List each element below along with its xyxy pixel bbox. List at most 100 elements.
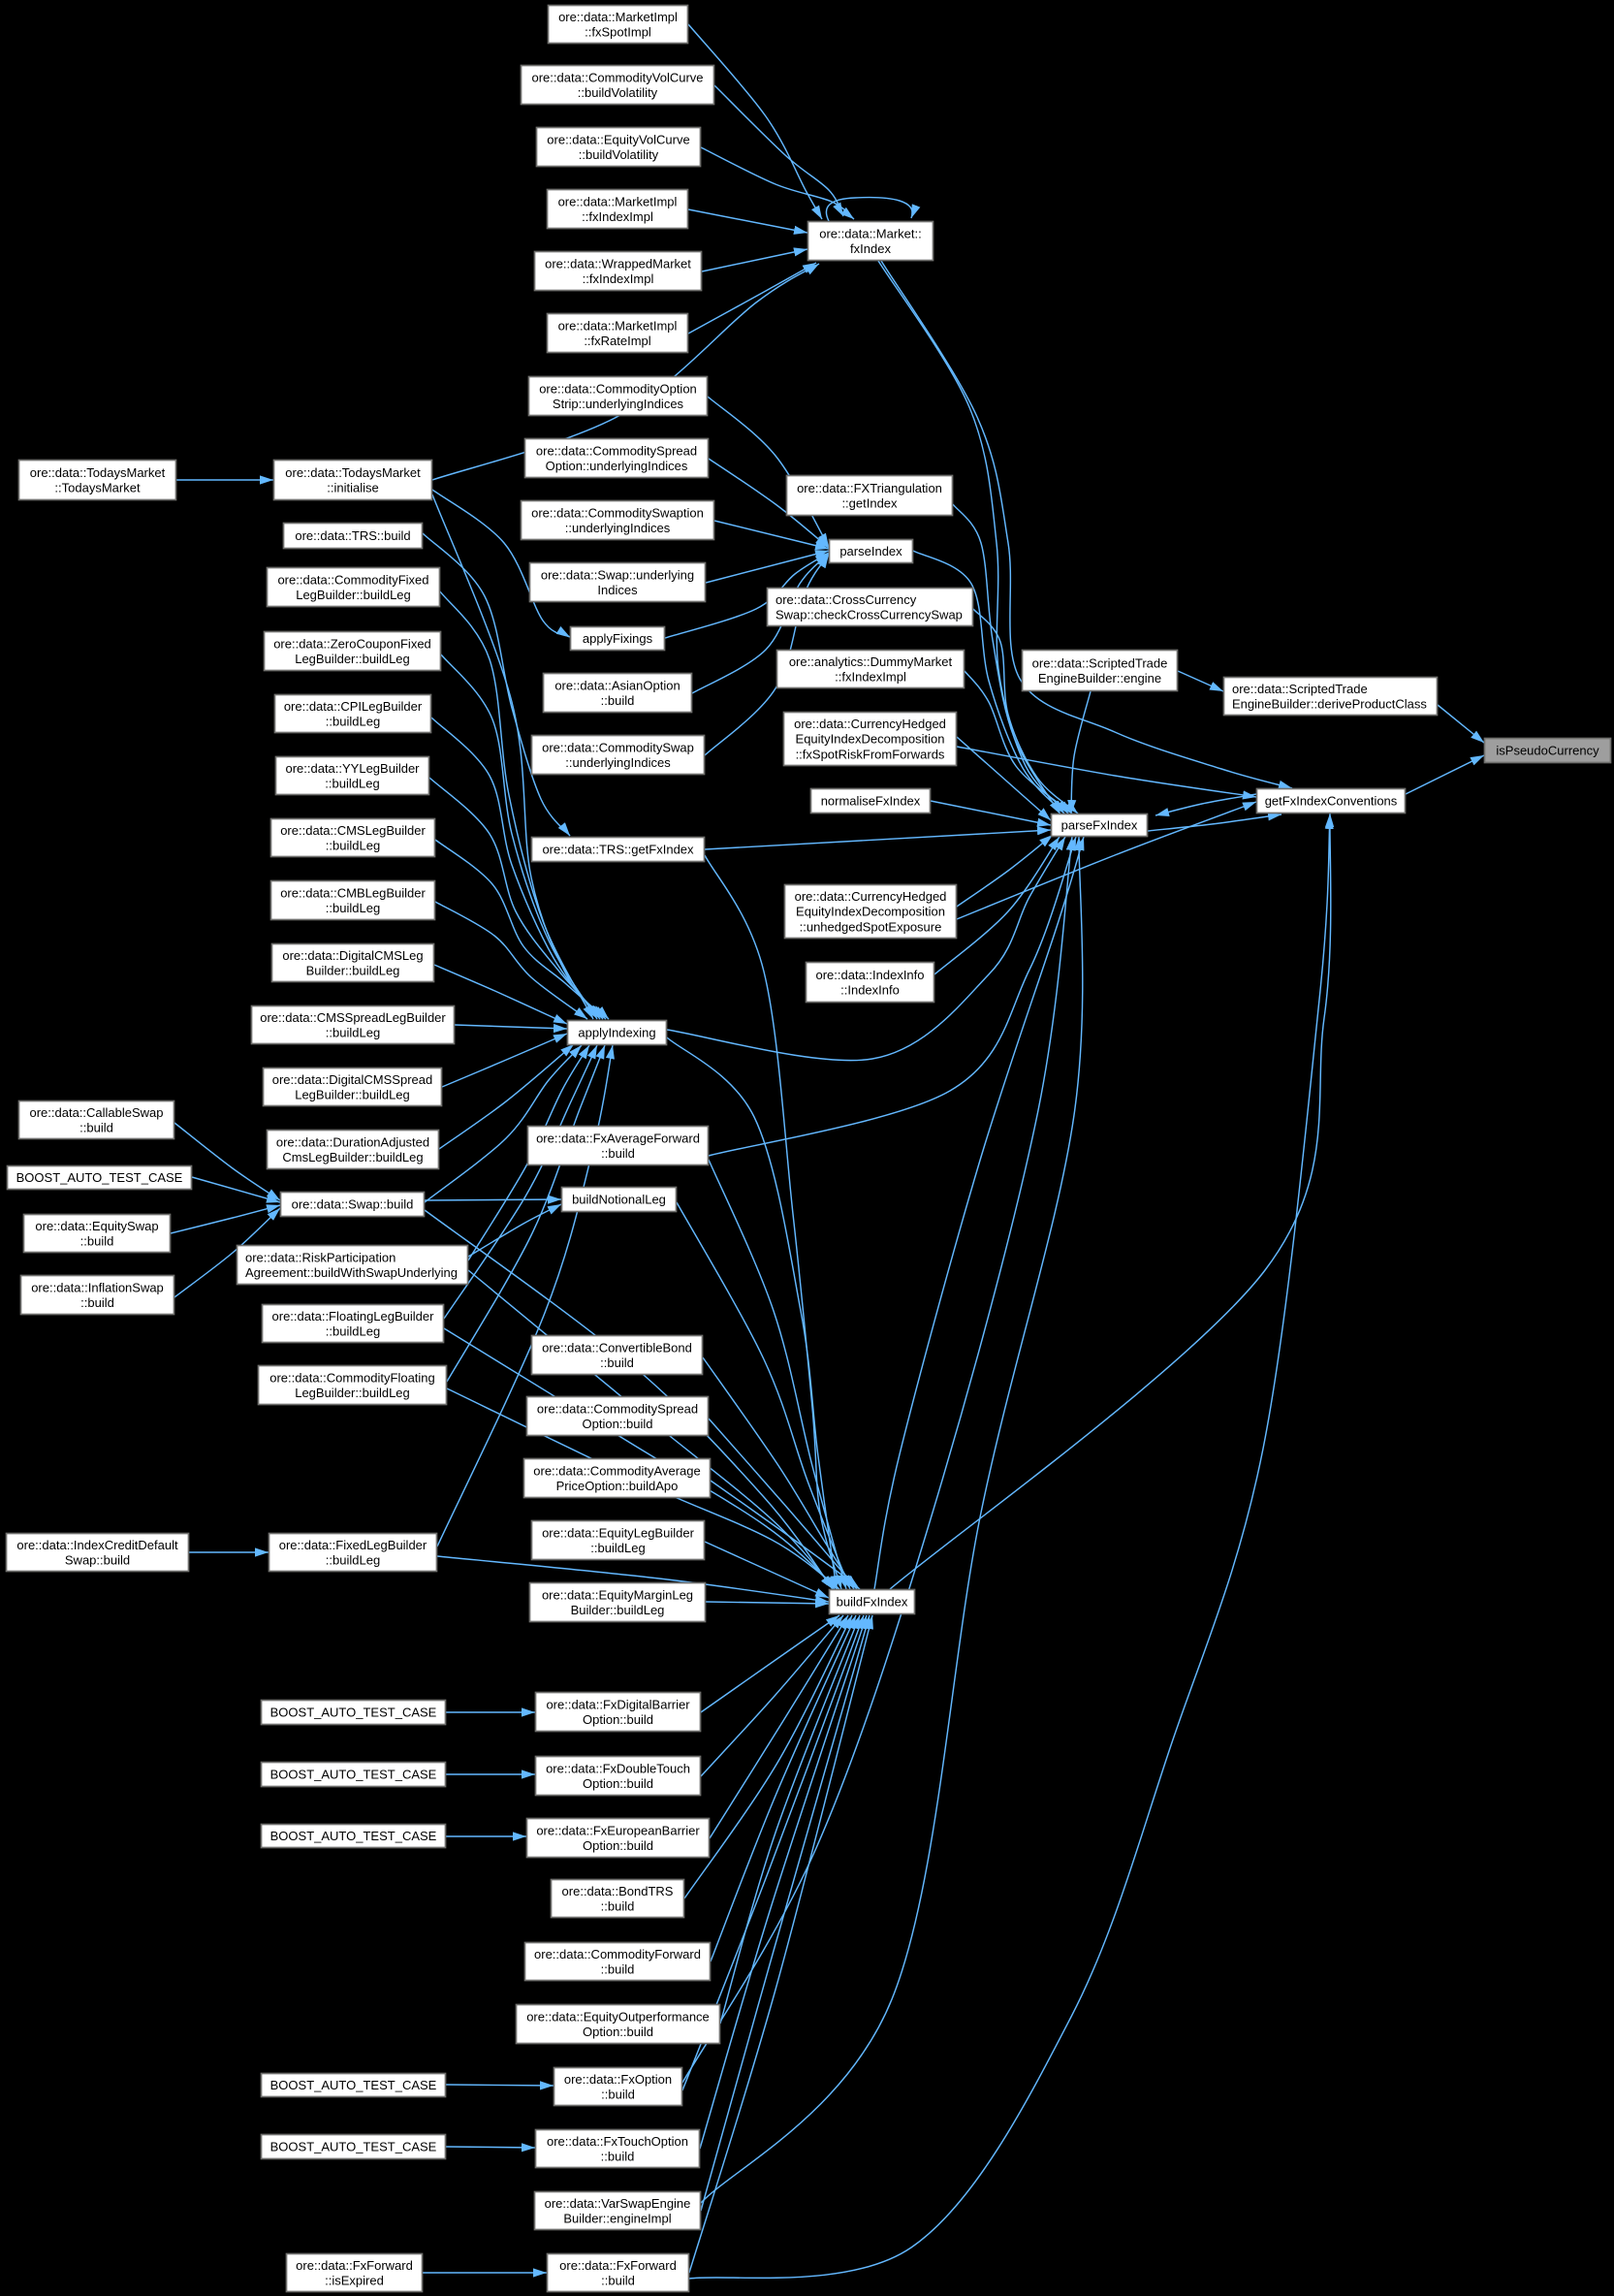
svg-text:ore::data::CommodityVolCurve: ore::data::CommodityVolCurve bbox=[531, 70, 703, 84]
svg-text:ore::data::VarSwapEngine: ore::data::VarSwapEngine bbox=[545, 2196, 691, 2211]
svg-text:Builder::engineImpl: Builder::engineImpl bbox=[563, 2212, 671, 2226]
svg-text:::build: ::build bbox=[80, 1295, 114, 1310]
svg-text:ore::data::EquitySwap: ore::data::EquitySwap bbox=[35, 1219, 158, 1233]
svg-text:ore::data::AsianOption: ore::data::AsianOption bbox=[554, 678, 680, 692]
svg-text:::TodaysMarket: ::TodaysMarket bbox=[54, 481, 141, 495]
svg-text:ore::data::EquityOutperformanc: ore::data::EquityOutperformance bbox=[526, 2009, 710, 2024]
svg-text:::build: ::build bbox=[601, 2274, 635, 2288]
svg-text:::unhedgedSpotExposure: ::unhedgedSpotExposure bbox=[800, 920, 942, 935]
svg-text:::buildLeg: ::buildLeg bbox=[326, 1553, 380, 1568]
svg-text:ore::data::CommodityAverage: ore::data::CommodityAverage bbox=[533, 1463, 700, 1478]
svg-text:ore::data::TRS::getFxIndex: ore::data::TRS::getFxIndex bbox=[542, 843, 694, 857]
svg-text:Builder::buildLeg: Builder::buildLeg bbox=[571, 1603, 665, 1617]
svg-text:ore::data::TodaysMarket: ore::data::TodaysMarket bbox=[30, 465, 166, 480]
svg-text:Builder::buildLeg: Builder::buildLeg bbox=[306, 964, 400, 978]
svg-text:ore::data::TRS::build: ore::data::TRS::build bbox=[295, 528, 410, 543]
svg-text:ore::data::FixedLegBuilder: ore::data::FixedLegBuilder bbox=[279, 1538, 427, 1552]
svg-text:ore::data::CommodityForward: ore::data::CommodityForward bbox=[534, 1947, 701, 1961]
svg-text:Swap::build: Swap::build bbox=[65, 1553, 130, 1568]
svg-text:::getIndex: ::getIndex bbox=[841, 496, 898, 511]
svg-text:EquityIndexDecomposition: EquityIndexDecomposition bbox=[796, 732, 945, 747]
svg-text:normaliseFxIndex: normaliseFxIndex bbox=[821, 794, 921, 809]
svg-text:ore::data::ScriptedTrade: ore::data::ScriptedTrade bbox=[1232, 682, 1368, 696]
svg-text:ore::data::DigitalCMSSpread: ore::data::DigitalCMSSpread bbox=[272, 1072, 432, 1087]
svg-text:getFxIndexConventions: getFxIndexConventions bbox=[1265, 794, 1398, 809]
svg-text:ore::data::FxAverageForward: ore::data::FxAverageForward bbox=[536, 1131, 700, 1145]
svg-text:ore::data::InflationSwap: ore::data::InflationSwap bbox=[31, 1280, 164, 1294]
svg-text:ore::data::MarketImpl: ore::data::MarketImpl bbox=[558, 318, 678, 333]
svg-text:ore::data::CPILegBuilder: ore::data::CPILegBuilder bbox=[284, 699, 423, 714]
svg-text:applyIndexing: applyIndexing bbox=[578, 1026, 655, 1040]
svg-text:::buildLeg: ::buildLeg bbox=[590, 1541, 645, 1555]
svg-text:buildFxIndex: buildFxIndex bbox=[837, 1595, 908, 1610]
svg-text:ore::data::RiskParticipation: ore::data::RiskParticipation bbox=[245, 1250, 396, 1264]
svg-text:isPseudoCurrency: isPseudoCurrency bbox=[1496, 744, 1599, 758]
svg-text:::fxSpotImpl: ::fxSpotImpl bbox=[585, 25, 651, 40]
svg-text:::build: ::build bbox=[601, 2088, 635, 2102]
svg-text:::fxSpotRiskFromForwards: ::fxSpotRiskFromForwards bbox=[796, 748, 945, 762]
svg-text:ore::data::IndexInfo: ore::data::IndexInfo bbox=[815, 968, 924, 982]
svg-text:ore::data::CurrencyHedged: ore::data::CurrencyHedged bbox=[795, 889, 947, 904]
svg-text:ore::analytics::DummyMarket: ore::analytics::DummyMarket bbox=[789, 654, 953, 669]
svg-text:Option::build: Option::build bbox=[583, 1712, 653, 1727]
svg-text:::build: ::build bbox=[601, 1962, 635, 1977]
svg-text:ore::data::EquityVolCurve: ore::data::EquityVolCurve bbox=[547, 132, 689, 146]
svg-text:ore::data::CMSSpreadLegBuilder: ore::data::CMSSpreadLegBuilder bbox=[260, 1010, 446, 1025]
svg-text:::buildLeg: ::buildLeg bbox=[326, 839, 380, 853]
svg-text:ore::data::MarketImpl: ore::data::MarketImpl bbox=[558, 10, 678, 24]
svg-text:BOOST_AUTO_TEST_CASE: BOOST_AUTO_TEST_CASE bbox=[270, 2078, 437, 2092]
svg-text:ore::data::FXTriangulation: ore::data::FXTriangulation bbox=[797, 481, 942, 495]
svg-text:ore::data::CommoditySwap: ore::data::CommoditySwap bbox=[542, 740, 694, 754]
svg-text:BOOST_AUTO_TEST_CASE: BOOST_AUTO_TEST_CASE bbox=[16, 1170, 183, 1185]
svg-text:ore::data::ConvertibleBond: ore::data::ConvertibleBond bbox=[542, 1340, 692, 1355]
svg-text:applyFixings: applyFixings bbox=[583, 631, 653, 646]
svg-text:parseFxIndex: parseFxIndex bbox=[1061, 818, 1138, 833]
svg-text:EquityIndexDecomposition: EquityIndexDecomposition bbox=[796, 905, 945, 919]
svg-text:ore::data::CommoditySpread: ore::data::CommoditySpread bbox=[537, 1401, 698, 1416]
svg-text:ore::data::WrappedMarket: ore::data::WrappedMarket bbox=[545, 256, 691, 271]
svg-text:ore::data::EquityMarginLeg: ore::data::EquityMarginLeg bbox=[542, 1587, 693, 1602]
svg-text:Option::build: Option::build bbox=[583, 2025, 653, 2039]
svg-text:::buildLeg: ::buildLeg bbox=[325, 777, 379, 791]
svg-text:ore::data::CMSLegBuilder: ore::data::CMSLegBuilder bbox=[280, 823, 426, 838]
svg-text:ore::data::FxForward: ore::data::FxForward bbox=[559, 2258, 677, 2273]
svg-text:::buildLeg: ::buildLeg bbox=[326, 1026, 380, 1040]
svg-text:::build: ::build bbox=[80, 1234, 114, 1249]
svg-text:::underlyingIndices: ::underlyingIndices bbox=[565, 755, 671, 770]
svg-text:::initialise: ::initialise bbox=[327, 481, 378, 495]
svg-text:Indices: Indices bbox=[597, 583, 638, 597]
svg-text:ore::data::CommoditySpread: ore::data::CommoditySpread bbox=[536, 443, 697, 458]
svg-text:CmsLegBuilder::buildLeg: CmsLegBuilder::buildLeg bbox=[282, 1150, 423, 1164]
svg-text:ore::data::TodaysMarket: ore::data::TodaysMarket bbox=[285, 465, 421, 480]
svg-text:ore::data::YYLegBuilder: ore::data::YYLegBuilder bbox=[285, 761, 420, 776]
svg-text:::build: ::build bbox=[601, 2150, 635, 2164]
svg-text:ore::data::CommodityFloating: ore::data::CommodityFloating bbox=[269, 1370, 435, 1385]
svg-text:PriceOption::buildApo: PriceOption::buildApo bbox=[556, 1479, 679, 1493]
svg-text:ore::data::CurrencyHedged: ore::data::CurrencyHedged bbox=[794, 717, 946, 731]
svg-text:::fxIndexImpl: ::fxIndexImpl bbox=[583, 271, 654, 286]
svg-text:ore::data::DurationAdjusted: ore::data::DurationAdjusted bbox=[276, 1134, 429, 1149]
svg-text:ore::data::ZeroCouponFixed: ore::data::ZeroCouponFixed bbox=[273, 636, 431, 651]
svg-text:ore::data::FxForward: ore::data::FxForward bbox=[296, 2258, 413, 2273]
svg-text:::buildLeg: ::buildLeg bbox=[326, 901, 380, 915]
svg-text:Swap::checkCrossCurrencySwap: Swap::checkCrossCurrencySwap bbox=[775, 608, 963, 622]
svg-text:EngineBuilder::engine: EngineBuilder::engine bbox=[1038, 671, 1161, 686]
svg-text:::fxRateImpl: ::fxRateImpl bbox=[584, 334, 650, 348]
svg-text:ore::data::Swap::build: ore::data::Swap::build bbox=[292, 1197, 414, 1212]
svg-text:ore::data::FxDigitalBarrier: ore::data::FxDigitalBarrier bbox=[546, 1697, 690, 1711]
svg-text:Option::underlyingIndices: Option::underlyingIndices bbox=[546, 459, 688, 473]
svg-text:LegBuilder::buildLeg: LegBuilder::buildLeg bbox=[296, 588, 411, 602]
svg-text:ore::data::ScriptedTrade: ore::data::ScriptedTrade bbox=[1032, 655, 1168, 670]
svg-text:ore::data::FxDoubleTouch: ore::data::FxDoubleTouch bbox=[546, 1761, 690, 1775]
svg-text:::build: ::build bbox=[601, 1146, 635, 1161]
svg-text:ore::data::FxTouchOption: ore::data::FxTouchOption bbox=[547, 2134, 688, 2149]
svg-text:fxIndex: fxIndex bbox=[850, 241, 891, 256]
svg-text:::buildLeg: ::buildLeg bbox=[326, 1324, 380, 1339]
svg-text:Strip::underlyingIndices: Strip::underlyingIndices bbox=[553, 397, 684, 411]
svg-text:::isExpired: ::isExpired bbox=[325, 2274, 384, 2288]
svg-text:LegBuilder::buildLeg: LegBuilder::buildLeg bbox=[295, 652, 410, 666]
svg-text:::buildLeg: ::buildLeg bbox=[326, 715, 380, 729]
svg-text:::fxIndexImpl: ::fxIndexImpl bbox=[835, 670, 906, 685]
svg-text:ore::data::CrossCurrency: ore::data::CrossCurrency bbox=[775, 592, 917, 607]
svg-text:ore::data::CommodityOption: ore::data::CommodityOption bbox=[539, 381, 697, 396]
